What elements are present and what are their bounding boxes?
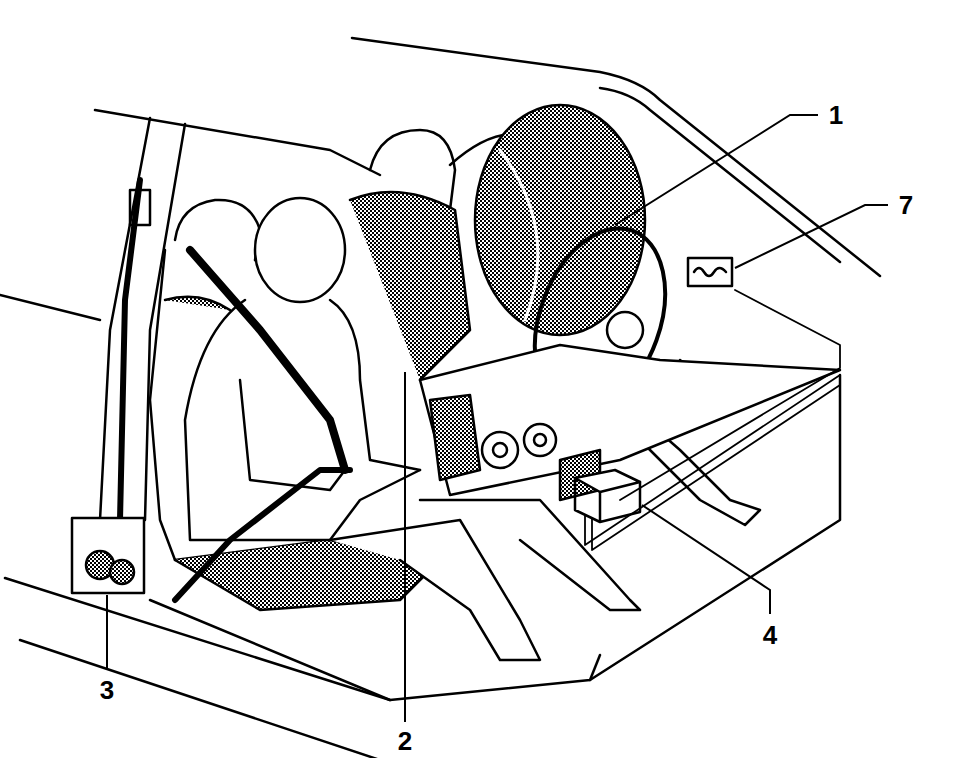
occupant-leg — [330, 520, 540, 660]
inflated-airbag — [475, 105, 645, 335]
occupant-head — [255, 198, 345, 302]
leader-line — [642, 505, 770, 614]
seat-back-panel — [165, 297, 230, 310]
callout-number: 4 — [761, 622, 779, 648]
b-pillar — [100, 118, 150, 520]
sill-line — [20, 640, 380, 758]
callout-number: 2 — [396, 728, 414, 754]
callout-number: 1 — [827, 102, 845, 128]
shoulder-belt — [190, 250, 345, 470]
driver-seat — [350, 192, 470, 380]
wire — [620, 290, 840, 500]
air-vent — [524, 424, 556, 456]
steering-hub — [607, 312, 643, 348]
b-pillar — [145, 124, 185, 520]
leader-line — [404, 372, 406, 722]
warning-lamp — [688, 258, 732, 286]
belt-pillar-strap — [120, 180, 140, 520]
leader-lines — [107, 115, 888, 722]
leader-line — [106, 595, 108, 668]
belt-retractor — [72, 518, 144, 593]
airbag-fold — [500, 150, 538, 320]
air-vent — [493, 443, 507, 457]
leader-line — [735, 205, 888, 268]
retractor-spool — [110, 560, 134, 584]
dashboard — [420, 345, 840, 495]
callout-number: 3 — [98, 677, 116, 703]
air-vent — [482, 432, 518, 468]
leader-line — [615, 115, 818, 225]
roof-edge — [95, 110, 380, 175]
wire — [585, 375, 840, 545]
occupant-body — [185, 300, 420, 540]
dash-panel — [430, 395, 480, 480]
occupant-leg — [420, 500, 640, 610]
control-unit — [575, 470, 640, 492]
air-vent — [534, 434, 546, 446]
callout-number: 7 — [897, 192, 915, 218]
occupant-arm — [240, 380, 345, 490]
wire — [592, 385, 840, 550]
occupant-arm — [330, 300, 420, 470]
warning-lamp-symbol — [694, 268, 726, 276]
belt-anchor — [130, 190, 150, 225]
lap-belt — [175, 470, 350, 600]
door-line — [0, 295, 100, 320]
floor-outline — [590, 655, 600, 680]
